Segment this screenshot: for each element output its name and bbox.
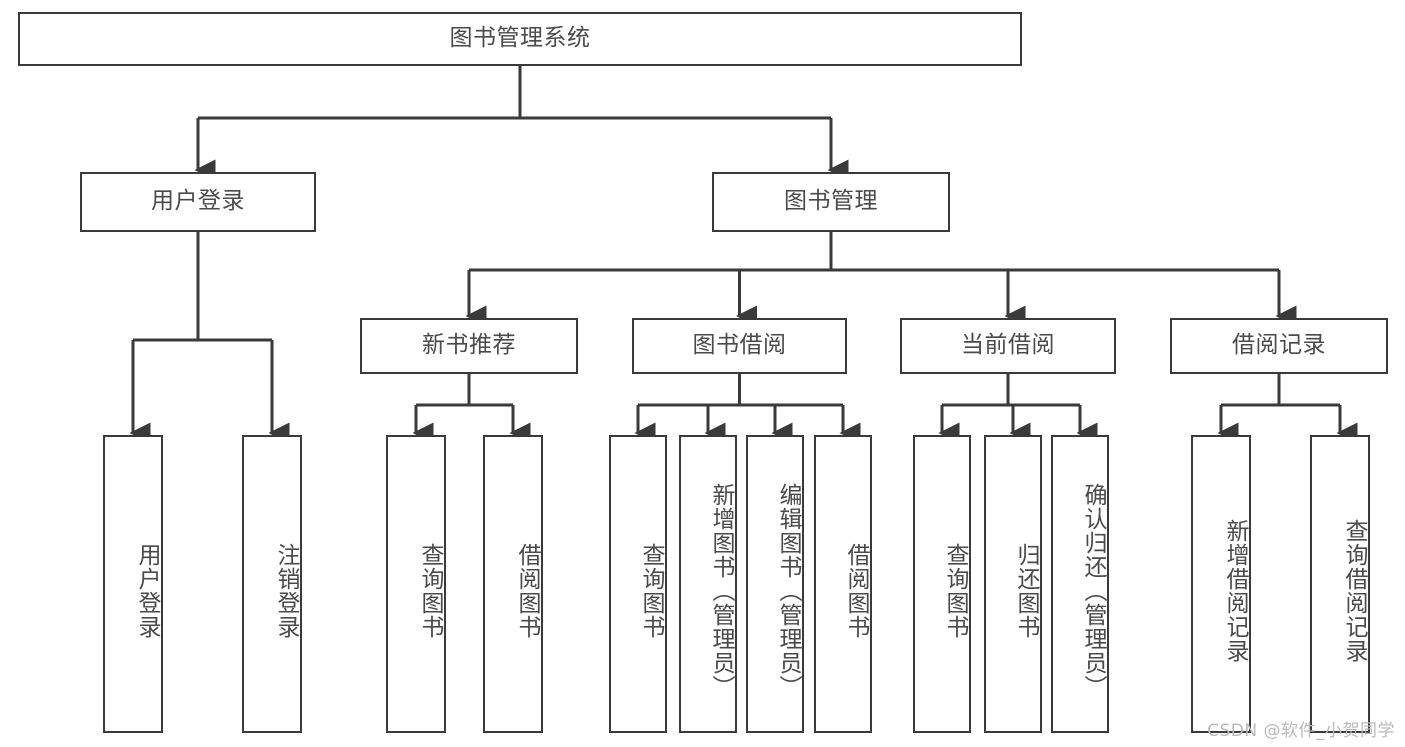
node-root[interactable]: 图书管理系统 (18, 12, 1022, 66)
leaf-add-book-admin[interactable]: 新增图书（管理员） (679, 435, 737, 733)
node-root-label: 图书管理系统 (449, 25, 591, 52)
node-new-book-recommend[interactable]: 新书推荐 (360, 318, 578, 374)
leaf-borrow-book[interactable]: 借阅图书 (814, 435, 872, 733)
leaf-query-borrow-record[interactable]: 查询借阅记录 (1310, 435, 1370, 733)
leaf-query-borrow-record-label: 查询借阅记录 (1341, 519, 1367, 663)
node-book-borrow-label: 图书借阅 (692, 332, 787, 359)
leaf-query-book-current-label: 查询图书 (942, 543, 968, 639)
node-new-book-recommend-label: 新书推荐 (422, 332, 516, 359)
leaf-logout-label: 注销登录 (273, 543, 299, 639)
leaf-confirm-return-admin-label: 确认归还（管理员） (1080, 483, 1106, 699)
connector-lines (129, 66, 1358, 444)
node-book-management-label: 图书管理 (784, 188, 878, 215)
leaf-borrow-book-label: 借阅图书 (843, 543, 869, 639)
node-borrow-record[interactable]: 借阅记录 (1170, 318, 1388, 374)
leaf-edit-book-admin-label: 编辑图书（管理员） (775, 483, 801, 699)
leaf-return-book[interactable]: 归还图书 (984, 435, 1042, 733)
node-user-login-label: 用户登录 (151, 188, 245, 215)
leaf-borrow-book-recommend[interactable]: 借阅图书 (483, 435, 543, 733)
leaf-add-book-admin-label: 新增图书（管理员） (708, 483, 734, 699)
leaf-edit-book-admin[interactable]: 编辑图书（管理员） (746, 435, 804, 733)
leaf-query-book-recommend[interactable]: 查询图书 (386, 435, 446, 733)
leaf-add-borrow-record-label: 新增借阅记录 (1222, 519, 1248, 663)
leaf-add-borrow-record[interactable]: 新增借阅记录 (1191, 435, 1251, 733)
leaf-logout[interactable]: 注销登录 (242, 435, 302, 733)
node-user-login[interactable]: 用户登录 (80, 172, 316, 232)
leaf-query-book-recommend-label: 查询图书 (417, 543, 443, 639)
leaf-user-login[interactable]: 用户登录 (103, 435, 163, 733)
leaf-query-book-label: 查询图书 (638, 543, 664, 639)
node-current-borrow[interactable]: 当前借阅 (900, 318, 1116, 374)
node-book-borrow[interactable]: 图书借阅 (632, 318, 847, 374)
leaf-query-book[interactable]: 查询图书 (609, 435, 667, 733)
node-book-management[interactable]: 图书管理 (712, 172, 950, 232)
leaf-query-book-current[interactable]: 查询图书 (913, 435, 971, 733)
leaf-confirm-return-admin[interactable]: 确认归还（管理员） (1051, 435, 1109, 733)
node-borrow-record-label: 借阅记录 (1232, 332, 1326, 359)
leaf-user-login-label: 用户登录 (134, 543, 160, 639)
leaf-borrow-book-recommend-label: 借阅图书 (514, 543, 540, 639)
node-current-borrow-label: 当前借阅 (961, 332, 1055, 359)
leaf-return-book-label: 归还图书 (1013, 543, 1039, 639)
